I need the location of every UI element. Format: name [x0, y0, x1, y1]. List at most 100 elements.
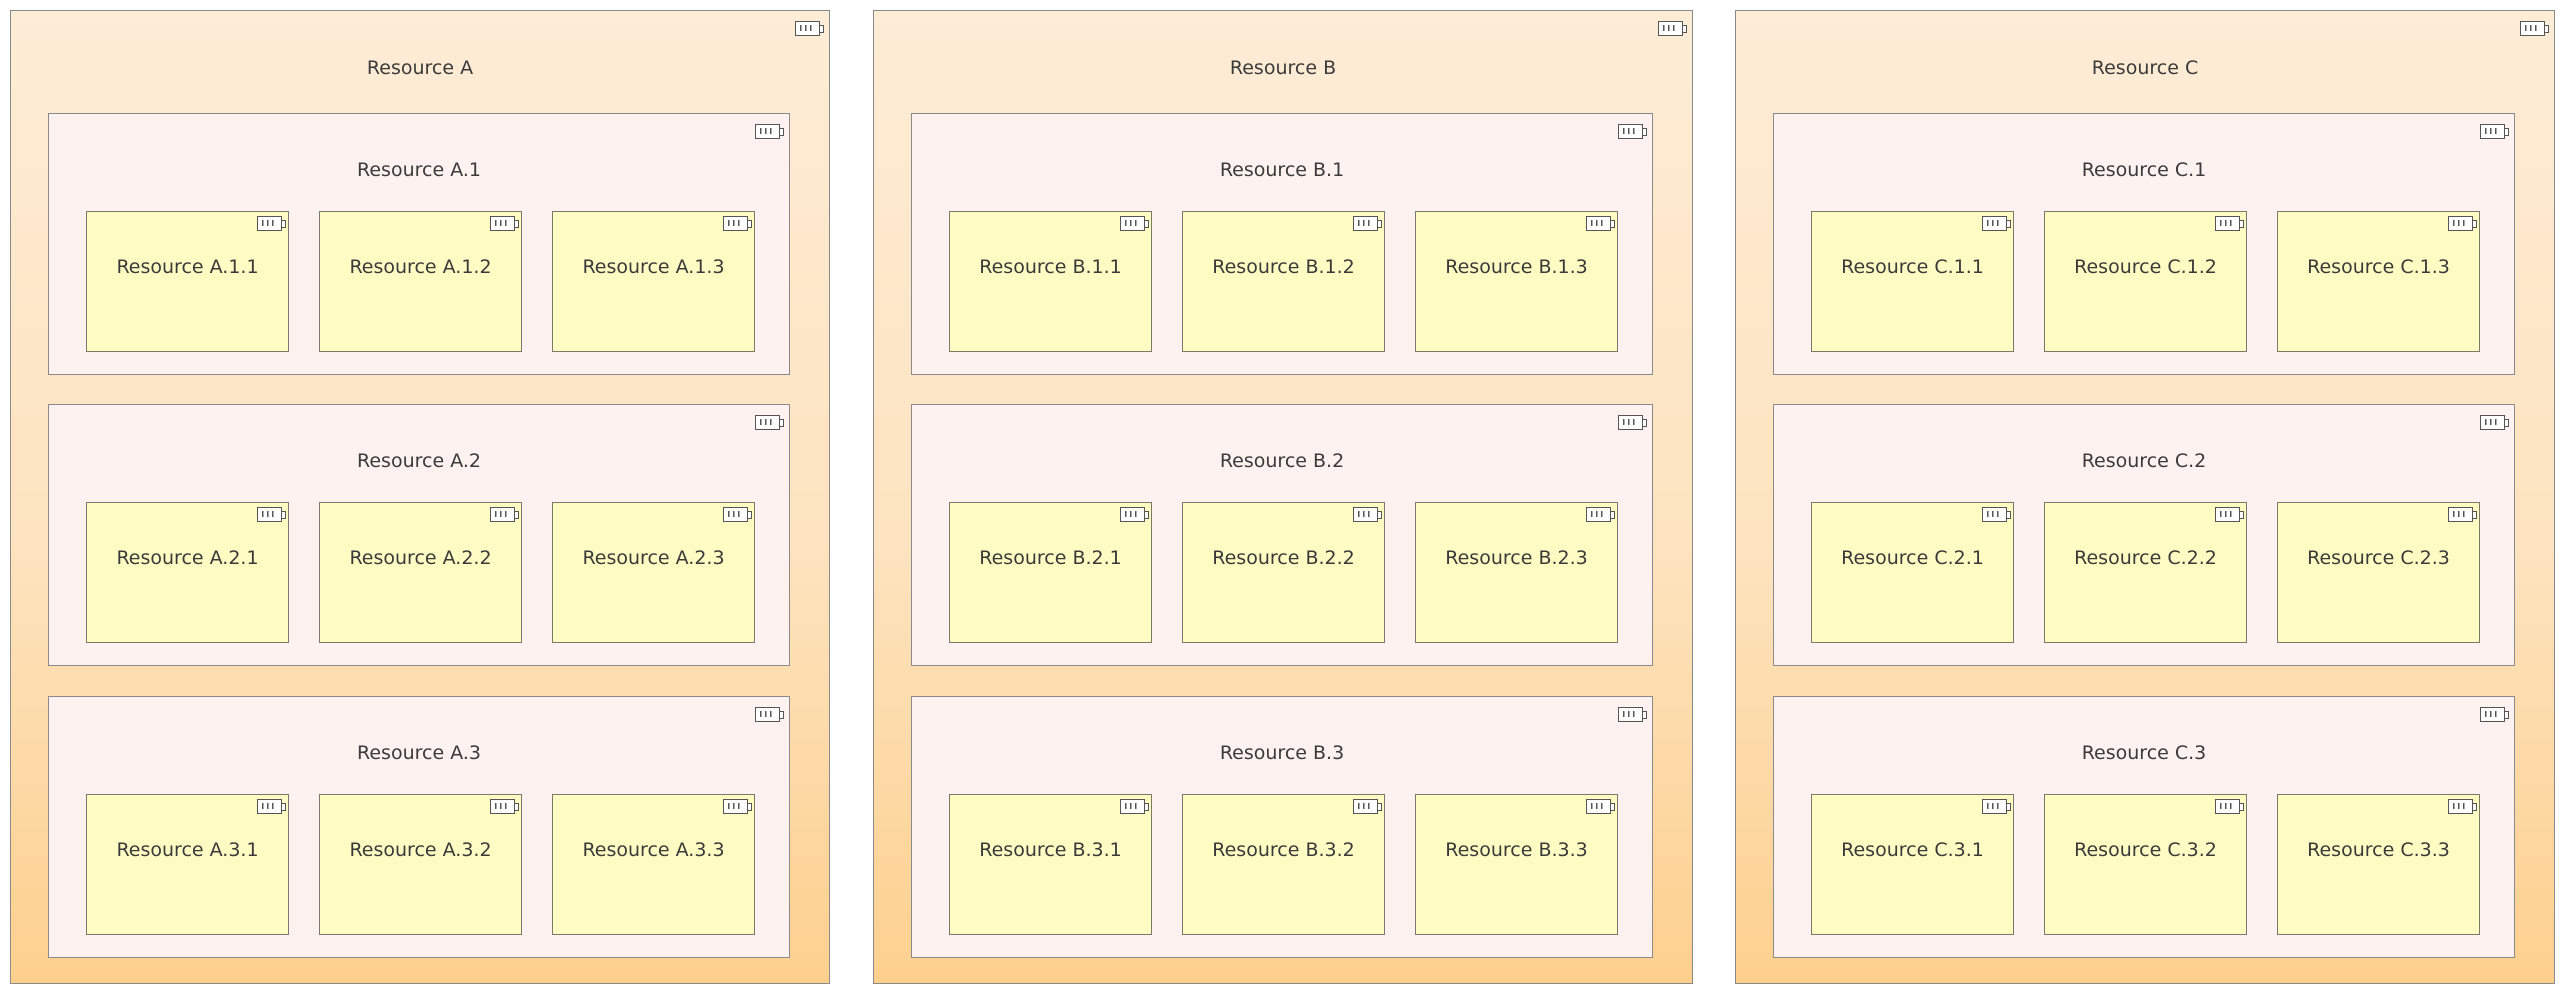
resource-label: Resource B: [1229, 57, 1337, 79]
component-icon: [1353, 216, 1382, 231]
leaf-resource-label: Resource B.2.1: [979, 547, 1122, 569]
component-icon: [1353, 507, 1382, 522]
component-icon: [1586, 507, 1615, 522]
component-icon: [1982, 216, 2011, 231]
leaf-resource-box[interactable]: Resource C.1.1: [1811, 211, 2014, 352]
leaf-resource-box[interactable]: Resource A.2.2: [319, 502, 522, 643]
leaf-resource-box[interactable]: Resource C.3.2: [2044, 794, 2247, 935]
leaf-resource-box[interactable]: Resource C.1.3: [2277, 211, 2480, 352]
leaf-resource-label: Resource B.3.2: [1212, 839, 1355, 861]
leaf-resource-box[interactable]: Resource C.1.2: [2044, 211, 2247, 352]
subresource-label: Resource A.2: [357, 450, 481, 472]
leaf-resource-label: Resource B.1.3: [1445, 256, 1588, 278]
leaf-resource-box[interactable]: Resource A.3.2: [319, 794, 522, 935]
leaf-resource-box[interactable]: Resource B.2.3: [1415, 502, 1618, 643]
leaf-resource-label: Resource A.3.2: [349, 839, 492, 861]
leaf-resource-label: Resource C.1.1: [1841, 256, 1984, 278]
leaf-resource-box[interactable]: Resource B.3.1: [949, 794, 1152, 935]
component-icon: [1618, 415, 1647, 430]
leaf-resource-label: Resource C.3.2: [2074, 839, 2217, 861]
leaf-resource-box[interactable]: Resource A.1.3: [552, 211, 755, 352]
leaf-resource-box[interactable]: Resource B.2.2: [1182, 502, 1385, 643]
leaf-resource-label: Resource A.2.1: [116, 547, 259, 569]
leaf-resource-label: Resource B.1.1: [979, 256, 1122, 278]
component-icon: [2480, 124, 2509, 139]
subresource-label: Resource B.2: [1219, 450, 1345, 472]
component-icon: [2215, 507, 2244, 522]
leaf-resource-box[interactable]: Resource A.1.2: [319, 211, 522, 352]
resource-label: Resource A: [366, 57, 474, 79]
leaf-resource-box[interactable]: Resource A.3.1: [86, 794, 289, 935]
component-icon: [723, 799, 752, 814]
leaf-resource-label: Resource A.3.3: [582, 839, 725, 861]
leaf-resource-label: Resource B.1.2: [1212, 256, 1355, 278]
leaf-resource-box[interactable]: Resource B.2.1: [949, 502, 1152, 643]
component-icon: [723, 216, 752, 231]
subresource-label: Resource B.1: [1219, 159, 1345, 181]
leaf-resource-box[interactable]: Resource B.1.1: [949, 211, 1152, 352]
leaf-resource-label: Resource A.1.1: [116, 256, 259, 278]
leaf-resource-label: Resource A.2.3: [582, 547, 725, 569]
leaf-resource-box[interactable]: Resource B.3.3: [1415, 794, 1618, 935]
component-icon: [1618, 707, 1647, 722]
leaf-resource-box[interactable]: Resource C.3.3: [2277, 794, 2480, 935]
leaf-resource-label: Resource A.1.2: [349, 256, 492, 278]
leaf-resource-box[interactable]: Resource B.1.2: [1182, 211, 1385, 352]
component-icon: [2480, 707, 2509, 722]
component-icon: [1618, 124, 1647, 139]
subresource-label: Resource A.1: [357, 159, 481, 181]
subresource-label: Resource A.3: [357, 742, 481, 764]
component-icon: [2215, 799, 2244, 814]
leaf-resource-box[interactable]: Resource A.2.3: [552, 502, 755, 643]
leaf-resource-label: Resource A.3.1: [116, 839, 259, 861]
leaf-resource-label: Resource C.2.1: [1841, 547, 1984, 569]
component-icon: [2520, 21, 2549, 36]
component-icon: [257, 216, 286, 231]
leaf-resource-box[interactable]: Resource A.2.1: [86, 502, 289, 643]
component-icon: [257, 799, 286, 814]
leaf-resource-label: Resource C.2.3: [2307, 547, 2450, 569]
leaf-resource-box[interactable]: Resource B.3.2: [1182, 794, 1385, 935]
leaf-resource-box[interactable]: Resource A.3.3: [552, 794, 755, 935]
leaf-resource-box[interactable]: Resource C.2.2: [2044, 502, 2247, 643]
component-icon: [2480, 415, 2509, 430]
component-icon: [1982, 507, 2011, 522]
component-icon: [2448, 507, 2477, 522]
component-icon: [2448, 799, 2477, 814]
leaf-resource-box[interactable]: Resource A.1.1: [86, 211, 289, 352]
subresource-label: Resource C.2: [2081, 450, 2207, 472]
leaf-resource-box[interactable]: Resource C.2.1: [1811, 502, 2014, 643]
component-icon: [1353, 799, 1382, 814]
leaf-resource-box[interactable]: Resource C.2.3: [2277, 502, 2480, 643]
leaf-resource-label: Resource B.2.2: [1212, 547, 1355, 569]
component-icon: [1982, 799, 2011, 814]
leaf-resource-box[interactable]: Resource B.1.3: [1415, 211, 1618, 352]
leaf-resource-box[interactable]: Resource C.3.1: [1811, 794, 2014, 935]
leaf-resource-label: Resource B.2.3: [1445, 547, 1588, 569]
component-icon: [490, 216, 519, 231]
component-icon: [1120, 799, 1149, 814]
subresource-label: Resource C.3: [2081, 742, 2207, 764]
component-icon: [2215, 216, 2244, 231]
component-icon: [490, 799, 519, 814]
component-icon: [1658, 21, 1687, 36]
leaf-resource-label: Resource A.1.3: [582, 256, 725, 278]
component-icon: [1586, 799, 1615, 814]
leaf-resource-label: Resource C.1.2: [2074, 256, 2217, 278]
component-icon: [2448, 216, 2477, 231]
subresource-label: Resource C.1: [2081, 159, 2207, 181]
component-icon: [723, 507, 752, 522]
